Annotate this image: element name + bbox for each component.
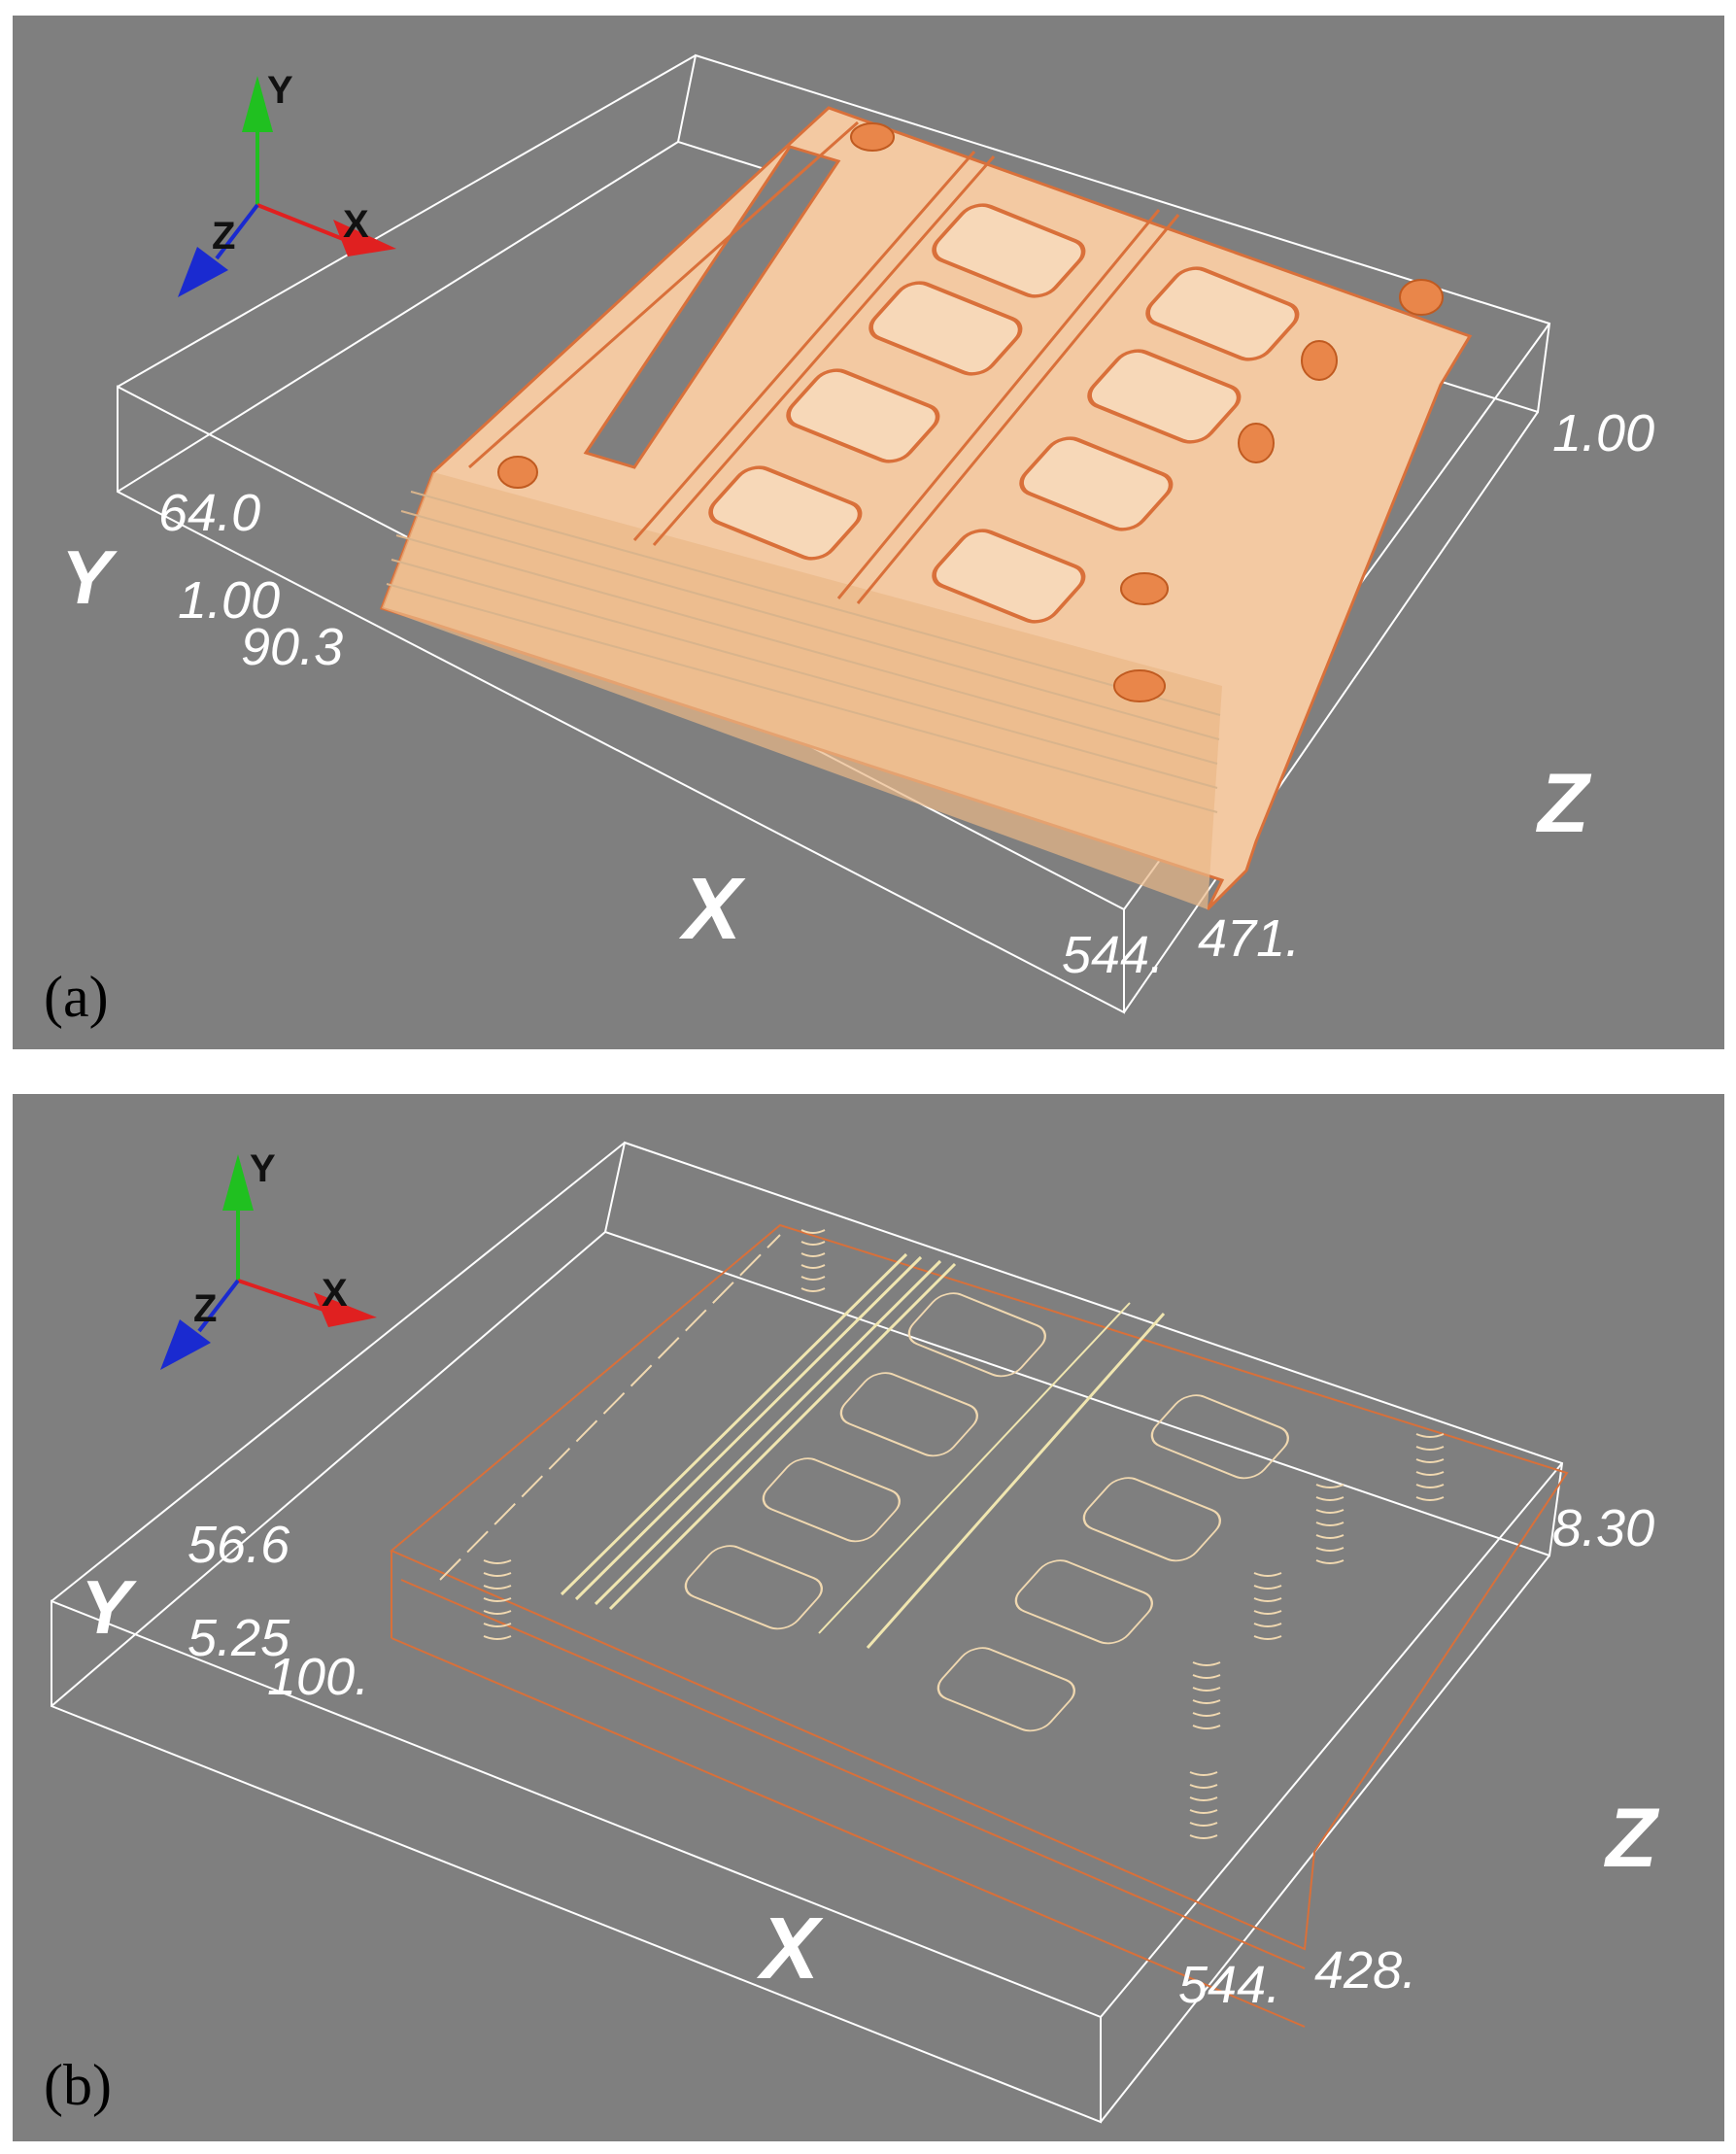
tick-y-bottom: 5.25 xyxy=(187,1609,290,1667)
triad-y-label: Y xyxy=(250,1147,276,1190)
tick-z-near: 90.3 xyxy=(241,618,343,676)
tick-y-bottom: 1.00 xyxy=(178,571,280,630)
tick-x-max: 544. xyxy=(1178,1956,1280,2014)
triad-x-label: X xyxy=(343,203,369,246)
panel-label-b: (b) xyxy=(44,2053,112,2117)
triad-z-label: Z xyxy=(212,215,235,257)
axis-title-z: Z xyxy=(1603,1792,1660,1885)
triad-z-label: Z xyxy=(193,1287,217,1330)
orientation-triad: Y X Z xyxy=(160,1147,377,1370)
axis-title-x: X xyxy=(678,861,746,958)
axis-title-y: Y xyxy=(61,534,118,620)
panel-a-viewport[interactable]: Y X Z Y X Z 64.0 1.00 90.3 1.00 544. 471… xyxy=(13,16,1724,1049)
panel-a: Y X Z Y X Z 64.0 1.00 90.3 1.00 544. 471… xyxy=(13,16,1724,1049)
axis-title-y: Y xyxy=(81,1564,137,1650)
panel-b: Y X Z Y X Z 56.6 5.25 100. 8.30 544. 428… xyxy=(13,1094,1724,2141)
bounding-box xyxy=(51,1141,1564,2124)
triad-x-label: X xyxy=(322,1272,348,1315)
tick-y-top: 56.6 xyxy=(187,1516,290,1574)
axis-title-x: X xyxy=(756,1900,824,1998)
orientation-triad: Y X Z xyxy=(178,69,396,297)
tick-z-max: 428. xyxy=(1314,1941,1416,2000)
tick-y-top: 64.0 xyxy=(158,484,260,542)
tick-z-far: 8.30 xyxy=(1552,1499,1654,1557)
tick-x-max: 544. xyxy=(1062,926,1164,984)
panel-label-a: (a) xyxy=(44,965,109,1029)
panel-b-viewport[interactable]: Y X Z Y X Z 56.6 5.25 100. 8.30 544. 428… xyxy=(13,1094,1724,2141)
toolpath-wireframe xyxy=(390,1223,1569,2028)
tick-z-far: 1.00 xyxy=(1552,404,1654,462)
tick-z-max: 471. xyxy=(1198,909,1300,968)
tick-z-near: 100. xyxy=(267,1648,369,1706)
triad-y-label: Y xyxy=(267,69,293,112)
axis-title-z: Z xyxy=(1535,757,1592,850)
machined-surface xyxy=(380,106,1473,911)
